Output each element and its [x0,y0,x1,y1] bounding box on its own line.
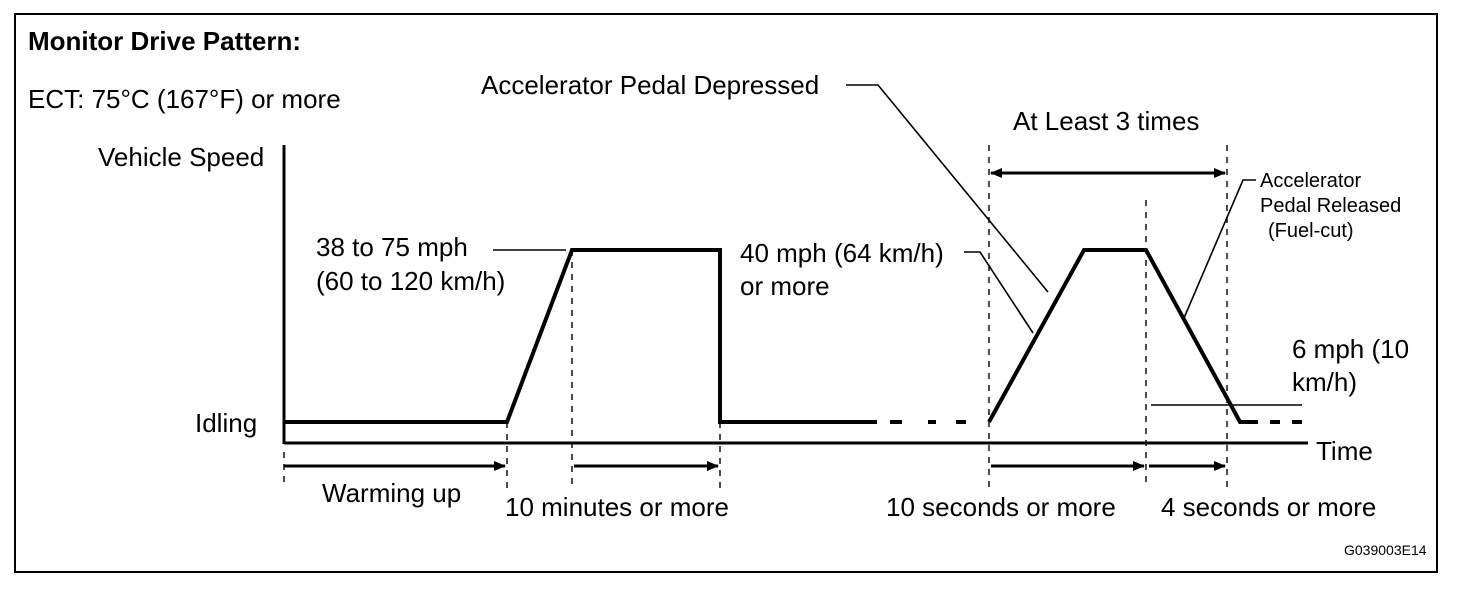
speed-40-leader [964,251,1034,334]
accel-released-line3: (Fuel-cut) [1268,220,1354,242]
speed-40-line1: 40 mph (64 km/h) [740,238,944,268]
figure-frame [14,13,1438,573]
speed-6-line2: km/h) [1292,367,1357,397]
ten-seconds-label: 10 seconds or more [886,492,1116,522]
speed-range-line1: 38 to 75 mph [316,232,468,262]
ect-condition: ECT: 75°C (167°F) or more [28,84,341,114]
repeat-count-label: At Least 3 times [1013,106,1199,136]
idling-label: Idling [195,408,257,438]
accel-released-leader [1183,179,1256,319]
accel-depressed-label: Accelerator Pedal Depressed [481,70,819,100]
accel-released-line2: Pedal Released [1260,195,1401,217]
diagram-title: Monitor Drive Pattern: [28,26,301,56]
speed-trace-accel-decel [987,248,1258,424]
accel-released-line1: Accelerator [1260,170,1361,192]
speed-40-line2: or more [740,271,830,301]
y-axis-label: Vehicle Speed [98,142,264,172]
speed-6-line1: 6 mph (10 [1292,334,1409,364]
accel-depressed-leader [846,84,1049,293]
ten-minutes-label: 10 minutes or more [505,492,729,522]
speed-trace-warmup-cruise [284,248,877,424]
speed-range-line2: (60 to 120 km/h) [316,266,505,296]
x-axis-label: Time [1316,436,1373,466]
figure-id: G039003E14 [1344,542,1427,558]
warming-up-label: Warming up [322,478,461,508]
four-seconds-label: 4 seconds or more [1161,492,1376,522]
